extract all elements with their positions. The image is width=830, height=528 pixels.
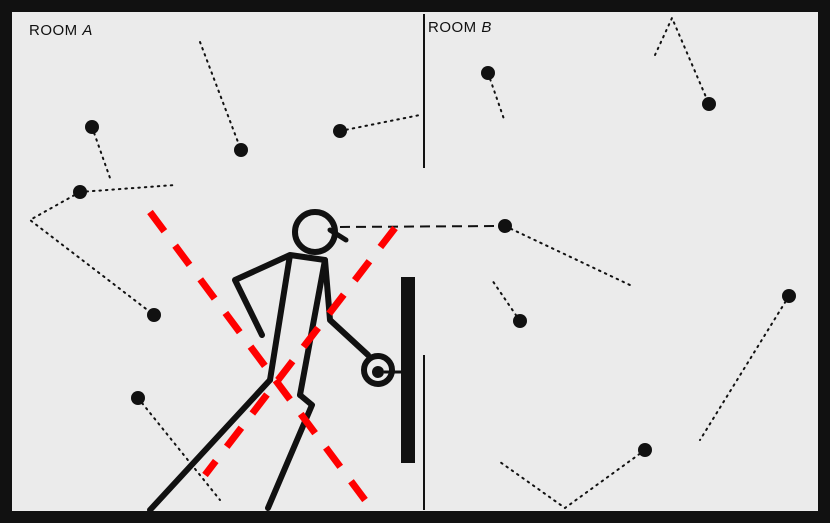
molecule-dot <box>73 185 87 199</box>
molecule-dot <box>333 124 347 138</box>
door-knob <box>372 366 384 378</box>
molecule-dot <box>638 443 652 457</box>
room-a-label: ROOM A <box>29 22 93 39</box>
room-a-prefix: ROOM <box>29 22 78 39</box>
molecule-dot <box>234 143 248 157</box>
room-b-label: ROOM B <box>428 19 492 36</box>
molecule-dot <box>782 289 796 303</box>
room-a-letter: A <box>82 22 93 39</box>
molecule-dot <box>513 314 527 328</box>
room-b-letter: B <box>481 19 492 36</box>
molecule-dot <box>702 97 716 111</box>
trapdoor <box>401 277 415 463</box>
molecule-dot <box>498 219 512 233</box>
molecule-dot <box>147 308 161 322</box>
room-b-prefix: ROOM <box>428 19 477 36</box>
molecule-dot <box>85 120 99 134</box>
molecule-dot <box>131 391 145 405</box>
molecule-dot <box>481 66 495 80</box>
